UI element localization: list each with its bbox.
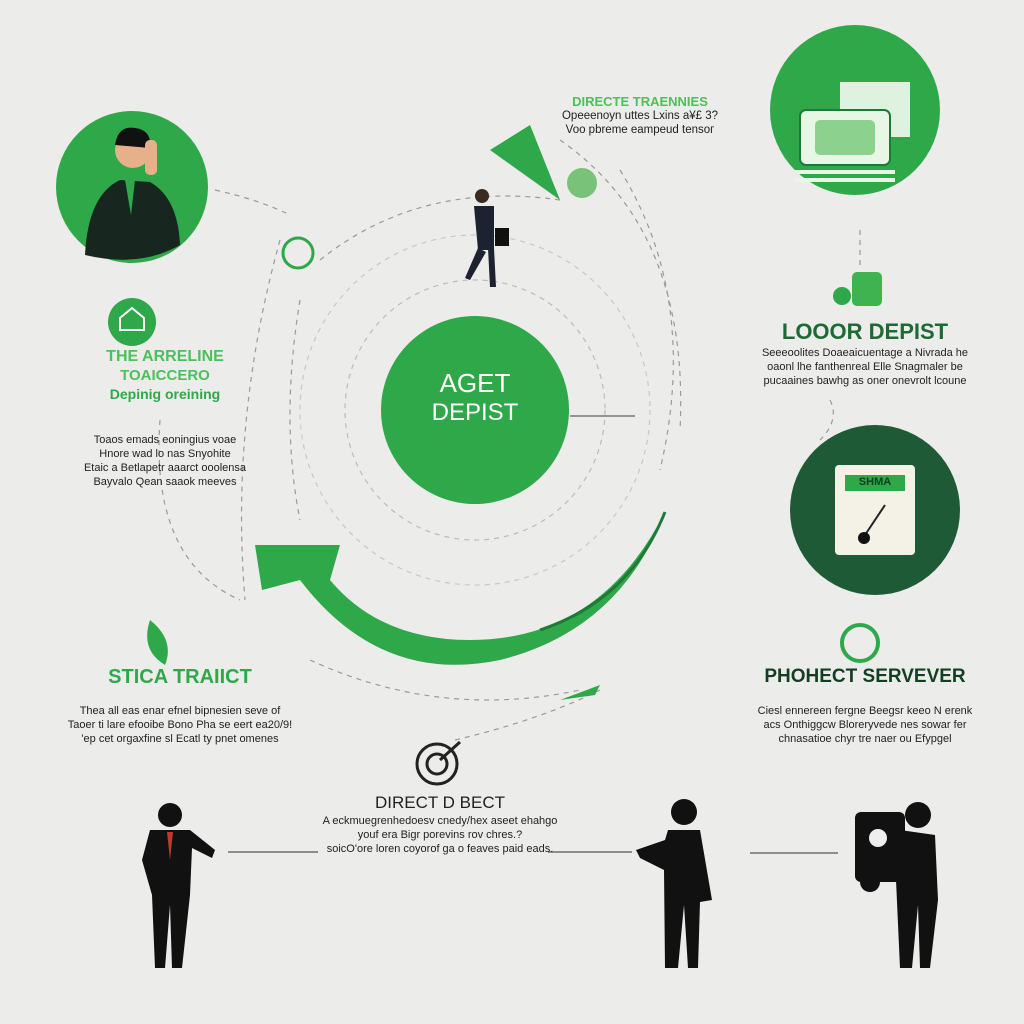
businessman-silhouette-icon — [855, 802, 938, 968]
left-bottom-title: STICA TRAIICT — [108, 666, 252, 688]
plane-icon — [560, 685, 600, 700]
left-bottom-line: 'eр cet orgaxfine sl Ecatl ty pnet omene… — [81, 733, 279, 745]
right-bottom-line: acs Onthiggcw Bloreryvede nes sowar fer — [763, 719, 967, 731]
left-line: Toaos emads eoningius voae — [93, 434, 237, 446]
dashed-orbits — [158, 139, 861, 741]
bottom-line: soicO'ore loren coyorof ga o feaves paid… — [326, 843, 554, 855]
walking-person-icon — [465, 189, 509, 287]
target-icon — [415, 740, 462, 786]
right-top-block: LOOOR DEPIST Seeeoolites Doaeaicuentage … — [745, 318, 985, 388]
top-note: DIRECTE TRAENNIES Opeeenoyn uttes Lxins … — [540, 94, 740, 137]
card-key-icon — [835, 465, 915, 555]
left-bottom-block: STICA TRAIICT Thea all eas enar efnel bi… — [45, 664, 315, 746]
small-shield-icon — [567, 168, 597, 198]
left-title-3: Depinig oreining — [109, 386, 221, 402]
small-note-icon — [852, 272, 882, 306]
right-top-title: LOOOR DEPIST — [781, 319, 949, 344]
money-document-icon — [795, 82, 910, 182]
center-line-2: DEPIST — [431, 399, 519, 426]
small-house-icon — [108, 298, 156, 346]
card-label: SHMA — [858, 476, 892, 488]
bottom-line: A eckmuegrenhedoeѕv cnedy/hex aseet ehah… — [322, 815, 558, 827]
cycle-arrow — [255, 512, 665, 665]
small-check-icon — [281, 236, 315, 270]
center-circle — [381, 316, 569, 504]
leaf-icon — [147, 620, 168, 665]
right-top-line: Seeeoolites Doaeaicuentage a Nivrada he — [761, 347, 969, 359]
person-phone-icon — [85, 127, 180, 260]
direction-triangle — [490, 125, 560, 200]
left-title-1: THE ARRELINE — [106, 348, 224, 365]
center-line-1: AGET — [439, 368, 511, 398]
left-block: THE ARRELINE TOAICCERO Depinig oreining … — [50, 347, 280, 489]
top-note-line: Opeeenoyn uttes Lxins a¥£ 3? — [561, 110, 718, 122]
right-bottom-line: chnasatioe chyr tre naer ou Efypgel — [778, 733, 952, 745]
right-top-line: oaonl lhe fanthenreal Elle Snagmaler be — [767, 361, 963, 373]
top-note-title: DIRECTE TRAENNIES — [572, 94, 708, 109]
center-label: AGET DEPIST — [381, 368, 569, 428]
bottom-title: DIRECT D BECT — [374, 793, 506, 812]
left-line: Bayvalo Qean saaok meeves — [93, 476, 237, 488]
left-bottom-line: Taoer ti lare efooibe Bono Pha sе eert e… — [67, 719, 293, 731]
question-icon — [840, 623, 880, 663]
top-note-line: Voo pbreme eampeud tensoг — [565, 124, 715, 136]
left-line: Etaic a Betlapetr aaarct ooolensa — [83, 462, 247, 474]
bottom-line: youf era Bigr porevins rov chres.? — [357, 829, 523, 841]
bottom-block: DIRECT D BECT A eckmuegrenhedoeѕv cnedy/… — [310, 792, 570, 856]
businessman-silhouette-icon — [142, 803, 215, 968]
left-line: Hnore wad lo nas Snyohite — [99, 448, 231, 460]
businessman-silhouette-icon — [636, 799, 712, 968]
right-top-line: pucaaines bawhg as oner onevrolt lcoune — [763, 375, 967, 387]
left-title-2: TOAICCERO — [120, 367, 210, 384]
bottom-connectors — [228, 851, 838, 854]
left-bottom-line: Thea all eas enar efnel bipnesien seve o… — [79, 705, 281, 717]
right-bottom-line: Ciesl ennereen fergne Beegsr keeo N eren… — [757, 705, 973, 717]
right-bottom-title: PHOHECT SERVEVER — [764, 666, 966, 687]
right-bottom-block: PHOHECT SERVEVER Ciesl ennereen fergne B… — [735, 664, 995, 746]
